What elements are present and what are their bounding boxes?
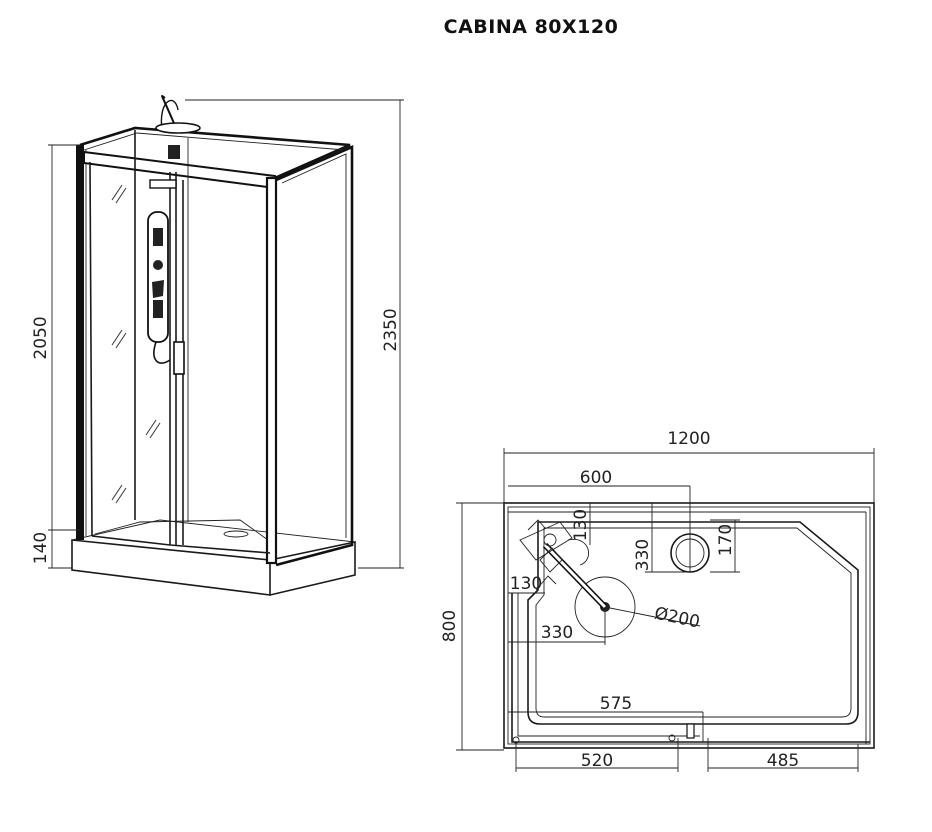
rain-head — [155, 122, 201, 134]
roller-right — [668, 734, 676, 742]
hand-shower — [168, 145, 180, 159]
leader-diameter — [604, 606, 701, 627]
top-frame-inner — [83, 132, 346, 151]
elevation-dimensions: 2050 140 2350 — [31, 99, 404, 569]
corner-column — [519, 519, 590, 591]
top-frame — [79, 126, 351, 180]
dim-seat-x: 330 — [541, 623, 573, 643]
side-panel-inner — [281, 153, 347, 538]
dim-total-width: 1200 — [667, 429, 710, 449]
dim-diameter: Ø200 — [653, 604, 702, 633]
tray-drain — [223, 530, 249, 538]
dim-drain-x: 600 — [580, 468, 612, 488]
front-right-post — [265, 176, 278, 565]
tray-rim — [508, 511, 867, 744]
dim-drain-y: 330 — [633, 539, 653, 571]
tray-top-edge — [71, 519, 356, 543]
tray-inner — [94, 519, 269, 541]
dim-corner-offset-x: 130 — [510, 574, 542, 594]
door-handle — [173, 341, 185, 375]
shower-cabin-elevation — [71, 95, 356, 596]
dim-depth: 800 — [440, 610, 460, 642]
dim-right-panel: 485 — [767, 751, 799, 771]
shower-arm — [161, 95, 177, 129]
dim-tray-height: 140 — [31, 532, 51, 564]
door-rail-inner — [517, 593, 700, 737]
dim-left-panel: 520 — [581, 751, 613, 771]
tray-side — [269, 541, 356, 596]
shower-bracket — [149, 179, 177, 189]
dim-cabin-height: 2050 — [31, 316, 51, 359]
door-left-edge — [89, 161, 93, 537]
door-rail — [511, 593, 870, 743]
basin-inner — [535, 527, 852, 718]
door-bottom-rail — [91, 535, 271, 554]
drawing-title: CABINA 80X120 — [443, 16, 619, 38]
dim-total-height: 2350 — [381, 308, 401, 351]
tray-outline — [503, 502, 875, 749]
side-panel-frame — [275, 145, 354, 567]
shower-tray-plan — [503, 502, 875, 749]
tray-outline-inner — [507, 506, 871, 745]
shower-hose — [153, 341, 171, 364]
door-catch — [686, 723, 695, 739]
tray-front — [71, 539, 271, 596]
plan-dimensions: 1200 600 330 130 170 130 330 Ø200 800 57… — [440, 429, 875, 772]
shower-arm-plan-inner — [543, 543, 607, 609]
dim-corner-offset-y: 130 — [571, 509, 591, 541]
left-post — [76, 145, 84, 540]
glass-reflections — [111, 184, 161, 504]
panel-jets — [152, 228, 164, 318]
shower-arm-inner — [160, 99, 179, 131]
dim-door-center: 575 — [600, 694, 632, 714]
dim-drain-ring: 170 — [716, 524, 736, 556]
